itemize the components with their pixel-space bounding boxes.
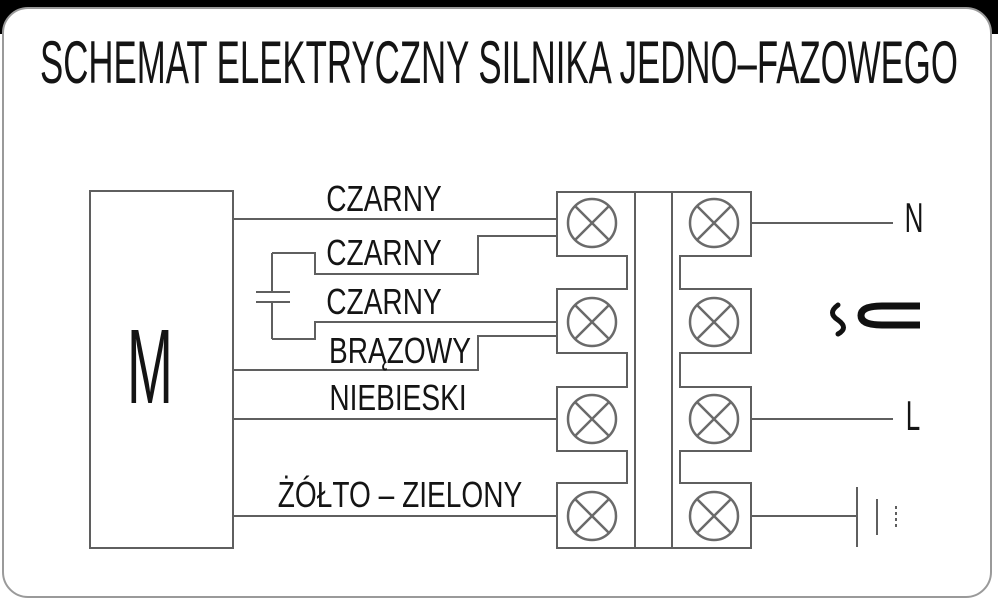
wire-label-niebieski: NIEBIESKI bbox=[329, 377, 467, 418]
terminal-circle-icon bbox=[566, 393, 618, 445]
wire-label-brazowy: BRĄZOWY bbox=[329, 330, 471, 371]
terminal-block bbox=[556, 191, 752, 549]
wire-label-czarny-3: CZARNY bbox=[326, 281, 442, 322]
terminal-circle-icon bbox=[688, 490, 740, 542]
motor-label: M bbox=[127, 308, 173, 426]
terminal-circle-icon bbox=[566, 490, 618, 542]
wire-label-czarny-2: CZARNY bbox=[326, 232, 442, 273]
wire-label-zolto-zielony: ŻÓŁTO – ZIELONY bbox=[277, 474, 523, 515]
wire-brazowy bbox=[233, 335, 557, 371]
earth-ground-icon bbox=[856, 487, 897, 547]
neutral-label: N bbox=[904, 194, 924, 241]
terminal-circle-icon bbox=[688, 393, 740, 445]
terminal-block-right-column bbox=[672, 191, 752, 549]
wire-czarny-2 bbox=[272, 235, 557, 275]
terminal-circle-icon bbox=[688, 296, 740, 348]
terminal-circles bbox=[566, 197, 740, 542]
wire-czarny-3 bbox=[272, 321, 557, 340]
wire-label-czarny-1: CZARNY bbox=[326, 178, 442, 219]
capacitor bbox=[256, 253, 290, 339]
terminal-circle-icon bbox=[566, 296, 618, 348]
top-border-bar bbox=[0, 0, 998, 8]
plug-horseshoe bbox=[857, 302, 920, 329]
diagram-title: SCHEMAT ELEKTRYCZNY SILNIKA JEDNO–FAZOWE… bbox=[40, 29, 958, 96]
diagram-card bbox=[2, 7, 992, 598]
terminal-block-left-column bbox=[556, 191, 635, 549]
ac-plug-icon bbox=[830, 302, 920, 337]
terminal-circle-icon bbox=[566, 197, 618, 249]
terminal-block-center-bar bbox=[634, 191, 673, 549]
line-label: L bbox=[905, 392, 921, 439]
terminal-circle-icon bbox=[688, 197, 740, 249]
ac-tilde bbox=[830, 302, 846, 337]
